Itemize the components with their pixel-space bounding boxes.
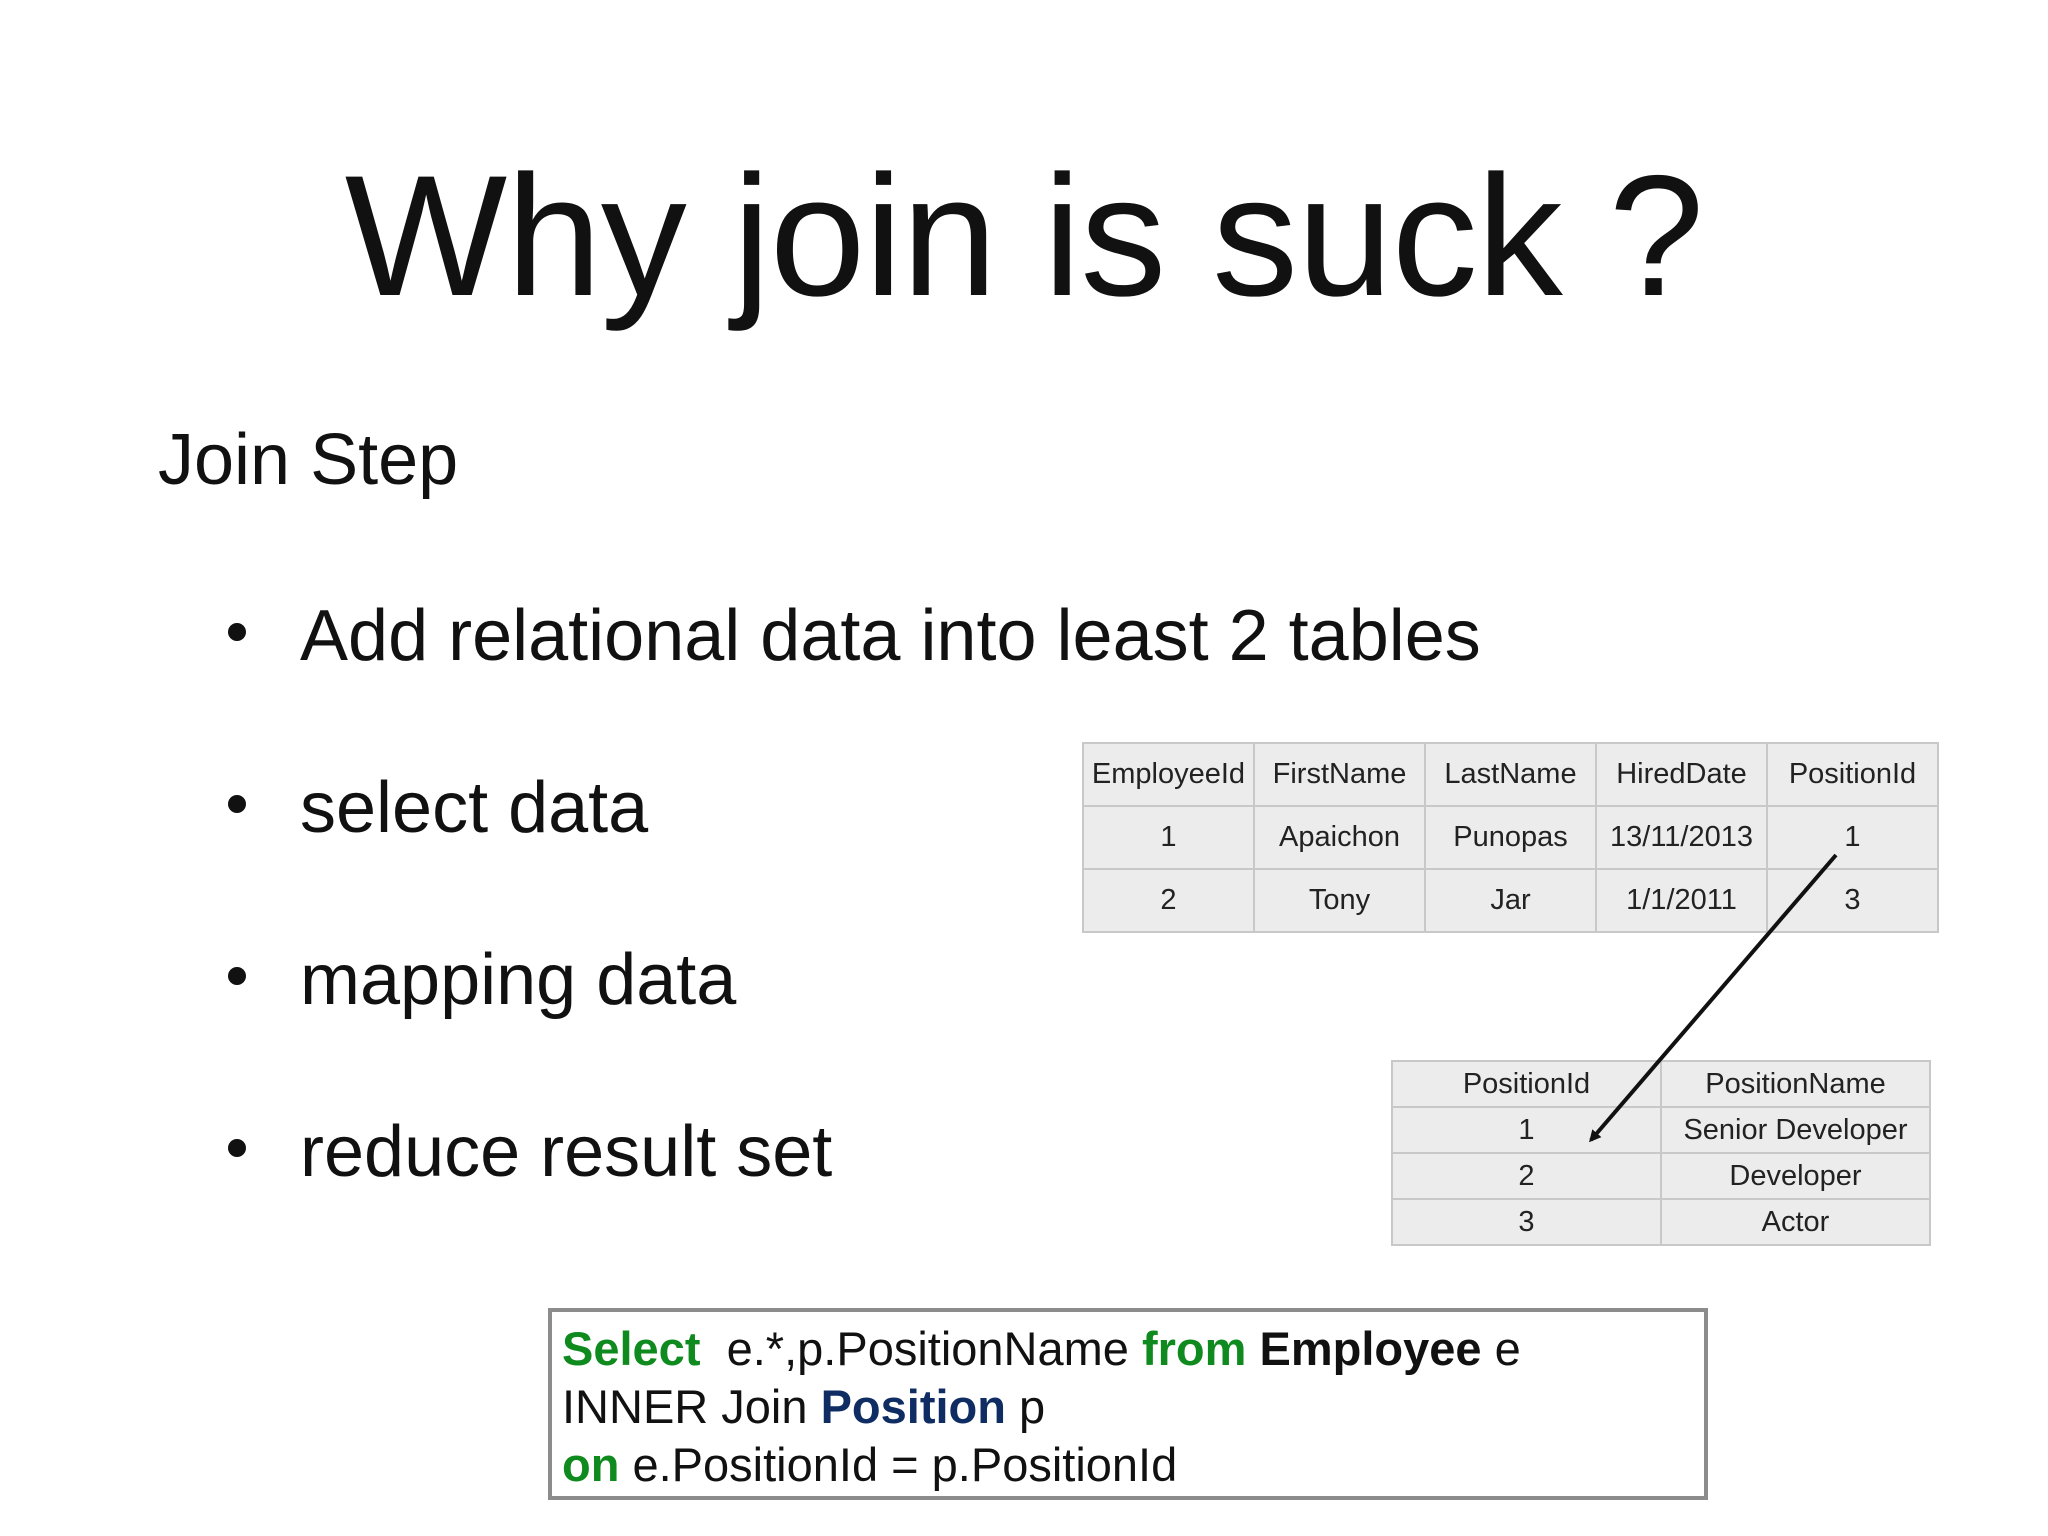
table-row: 2 Developer [1391, 1152, 1931, 1200]
table-cell: Apaichon [1253, 805, 1426, 870]
table-cell: 1 [1766, 805, 1939, 870]
position-table: PositionId PositionName 1 Senior Develop… [1391, 1060, 1931, 1246]
table-cell: 3 [1391, 1198, 1662, 1246]
table-header-row: EmployeeId FirstName LastName HiredDate … [1082, 742, 1939, 807]
table-header-cell: LastName [1424, 742, 1597, 807]
sql-line-1: Select e.*,p.PositionName from Employee … [562, 1320, 1694, 1378]
table-row: 1 Senior Developer [1391, 1106, 1931, 1154]
sql-text: INNER Join [562, 1380, 821, 1433]
bullet-text: reduce result set [300, 1112, 833, 1192]
sql-text: e.*,p.PositionName [700, 1322, 1142, 1375]
table-cell: 13/11/2013 [1595, 805, 1768, 870]
bullet-text: select data [300, 768, 649, 848]
sql-query-box: Select e.*,p.PositionName from Employee … [548, 1308, 1708, 1500]
table-header-cell: PositionId [1766, 742, 1939, 807]
bullet-text: mapping data [300, 940, 737, 1020]
bullet-item: mapping data [228, 944, 1481, 1116]
bullet-dot-icon [228, 623, 246, 641]
bullet-item: select data [228, 772, 1481, 944]
table-cell: Tony [1253, 868, 1426, 933]
table-header-cell: EmployeeId [1082, 742, 1255, 807]
table-header-cell: PositionName [1660, 1060, 1931, 1108]
table-header-cell: FirstName [1253, 742, 1426, 807]
sql-keyword-select: Select [562, 1322, 701, 1375]
table-cell: Senior Developer [1660, 1106, 1931, 1154]
table-cell: 2 [1082, 868, 1255, 933]
sql-keyword-on: on [562, 1438, 620, 1491]
slide-title: Why join is suck ? [344, 140, 1704, 332]
bullet-text: Add relational data into least 2 tables [300, 596, 1481, 676]
table-cell: Jar [1424, 868, 1597, 933]
bullet-list: Add relational data into least 2 tables … [228, 600, 1481, 1288]
employee-table: EmployeeId FirstName LastName HiredDate … [1082, 742, 1939, 933]
table-cell: 3 [1766, 868, 1939, 933]
bullet-item: Add relational data into least 2 tables [228, 600, 1481, 772]
table-cell: Punopas [1424, 805, 1597, 870]
table-cell: 2 [1391, 1152, 1662, 1200]
table-row: 1 Apaichon Punopas 13/11/2013 1 [1082, 805, 1939, 870]
table-row: 2 Tony Jar 1/1/2011 3 [1082, 868, 1939, 933]
table-cell: Developer [1660, 1152, 1931, 1200]
sql-text: e [1481, 1322, 1521, 1375]
sql-table-position: Position [820, 1380, 1006, 1433]
sql-text [1246, 1322, 1259, 1375]
sql-text: p [1005, 1380, 1046, 1433]
table-row: 3 Actor [1391, 1198, 1931, 1246]
bullet-dot-icon [228, 795, 246, 813]
sql-keyword-from: from [1141, 1322, 1247, 1375]
sql-text: e.PositionId = p.PositionId [619, 1438, 1178, 1491]
bullet-dot-icon [228, 967, 246, 985]
table-cell: 1 [1082, 805, 1255, 870]
table-header-row: PositionId PositionName [1391, 1060, 1931, 1108]
bullet-dot-icon [228, 1139, 246, 1157]
sql-line-3: on e.PositionId = p.PositionId [562, 1436, 1694, 1494]
section-heading: Join Step [158, 420, 459, 500]
table-cell: 1 [1391, 1106, 1662, 1154]
table-cell: 1/1/2011 [1595, 868, 1768, 933]
table-cell: Actor [1660, 1198, 1931, 1246]
bullet-item: reduce result set [228, 1116, 1481, 1288]
table-header-cell: HiredDate [1595, 742, 1768, 807]
table-header-cell: PositionId [1391, 1060, 1662, 1108]
sql-line-2: INNER Join Position p [562, 1378, 1694, 1436]
sql-table-employee: Employee [1259, 1322, 1482, 1375]
